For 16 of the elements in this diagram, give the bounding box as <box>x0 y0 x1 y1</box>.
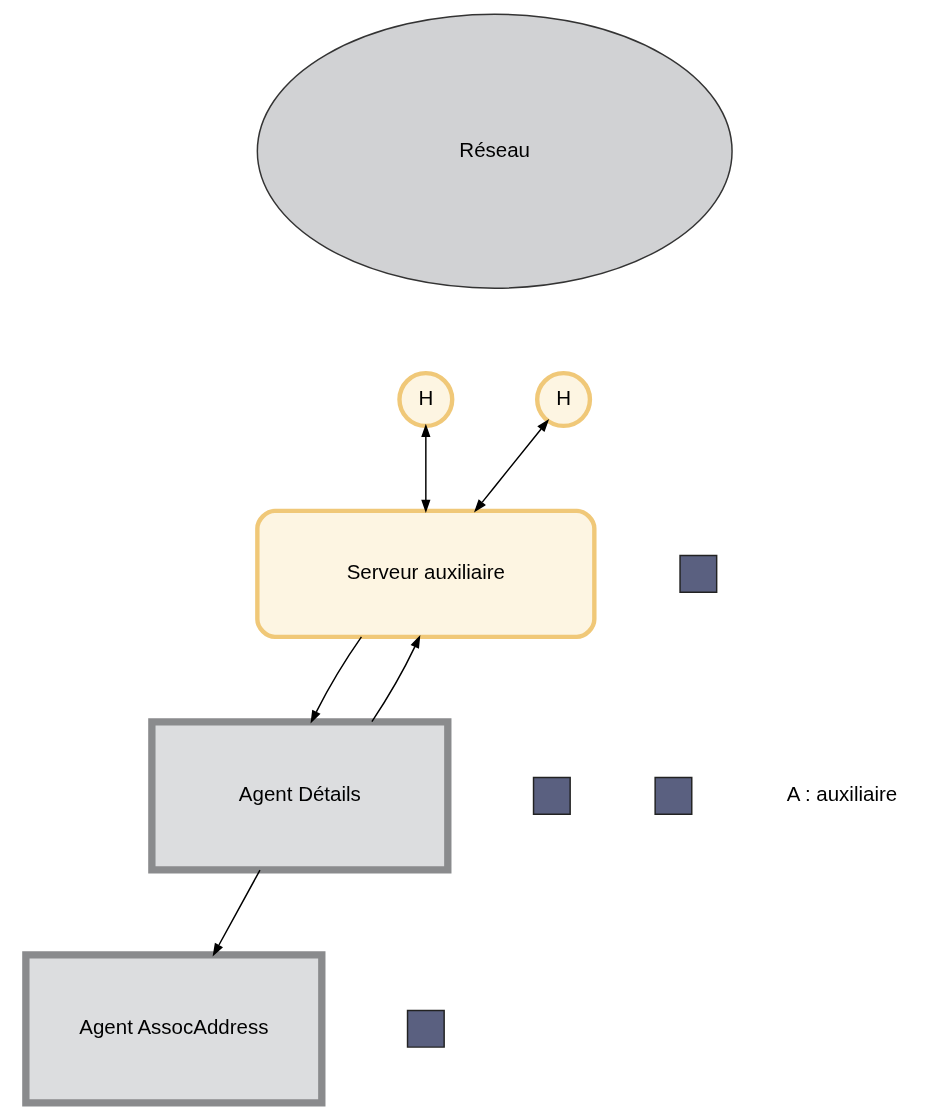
arrow <box>421 423 431 514</box>
node-box <box>532 776 571 815</box>
node-box <box>654 776 693 815</box>
node-circle: H <box>397 370 455 429</box>
arrow <box>474 418 550 513</box>
node-box <box>679 554 718 593</box>
node-circle: H <box>535 370 593 429</box>
node-ellipse: Réseau <box>256 13 733 289</box>
label: A : auxiliaire <box>786 782 898 806</box>
node-box: Agent AssocAddress <box>22 951 326 1107</box>
node-box: Serveur auxiliaire <box>255 508 597 640</box>
arrow <box>310 636 363 724</box>
arrow <box>371 634 421 723</box>
arrow <box>212 869 261 957</box>
node-box: Agent Détails <box>148 718 452 874</box>
node-box <box>406 1009 445 1048</box>
